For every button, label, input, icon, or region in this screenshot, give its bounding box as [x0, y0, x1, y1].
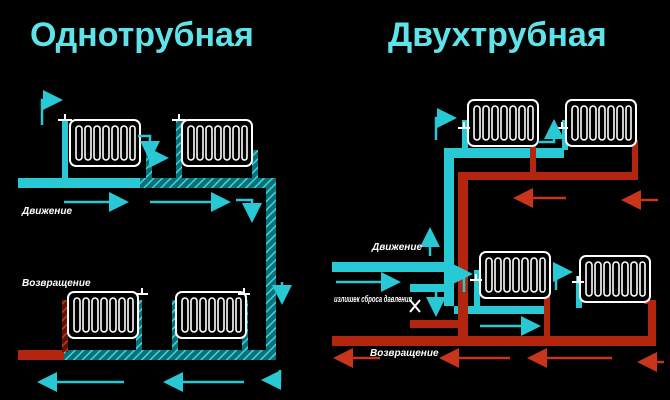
arrow-icon [236, 198, 262, 223]
return-riser [458, 172, 468, 340]
valve-icon [58, 114, 72, 121]
arrow-icon [40, 90, 63, 125]
relief-valve-icon [409, 299, 421, 313]
supply-pipe-hatched [140, 178, 276, 188]
valve-icon [572, 276, 584, 283]
title-two-pipe: Двухтрубная [388, 16, 607, 54]
riser-pipe [266, 178, 276, 356]
arrow-icon [261, 370, 282, 390]
radiator-icon [565, 99, 637, 147]
arrow-icon [553, 262, 573, 290]
valve-icon [238, 288, 250, 295]
label-flow: Движение [21, 206, 72, 217]
return-pipe [332, 336, 656, 346]
supply-riser [444, 148, 454, 306]
valve-icon [172, 114, 186, 121]
supply-input-pipe [332, 262, 454, 272]
arrow-icon [453, 264, 473, 292]
return-pipe-red [18, 350, 64, 360]
title-one-pipe: Однотрубная [30, 16, 254, 54]
valve-icon [458, 122, 470, 129]
radiator-icon [67, 291, 139, 339]
radiator-icon [467, 99, 539, 147]
two-pipe-system: Движение излишек сброса давления Возвращ… [332, 99, 664, 372]
supply-pipe [18, 178, 140, 188]
radiator-icon [69, 119, 141, 167]
label-return: Возвращение [370, 348, 439, 359]
valve-icon [136, 288, 148, 295]
arrow-icon [538, 119, 564, 144]
label-return: Возвращение [22, 278, 91, 289]
label-flow: Движение [371, 242, 422, 253]
radiator-icon [479, 251, 551, 299]
return-pipe-hatched [60, 350, 276, 360]
radiator-icon [579, 255, 651, 303]
one-pipe-system: Движение Возвращение [18, 90, 292, 392]
label-pressure-relief: излишек сброса давления [334, 294, 412, 304]
radiator-icon [181, 119, 253, 167]
radiator-icon [175, 291, 247, 339]
arrow-icon [434, 108, 457, 140]
